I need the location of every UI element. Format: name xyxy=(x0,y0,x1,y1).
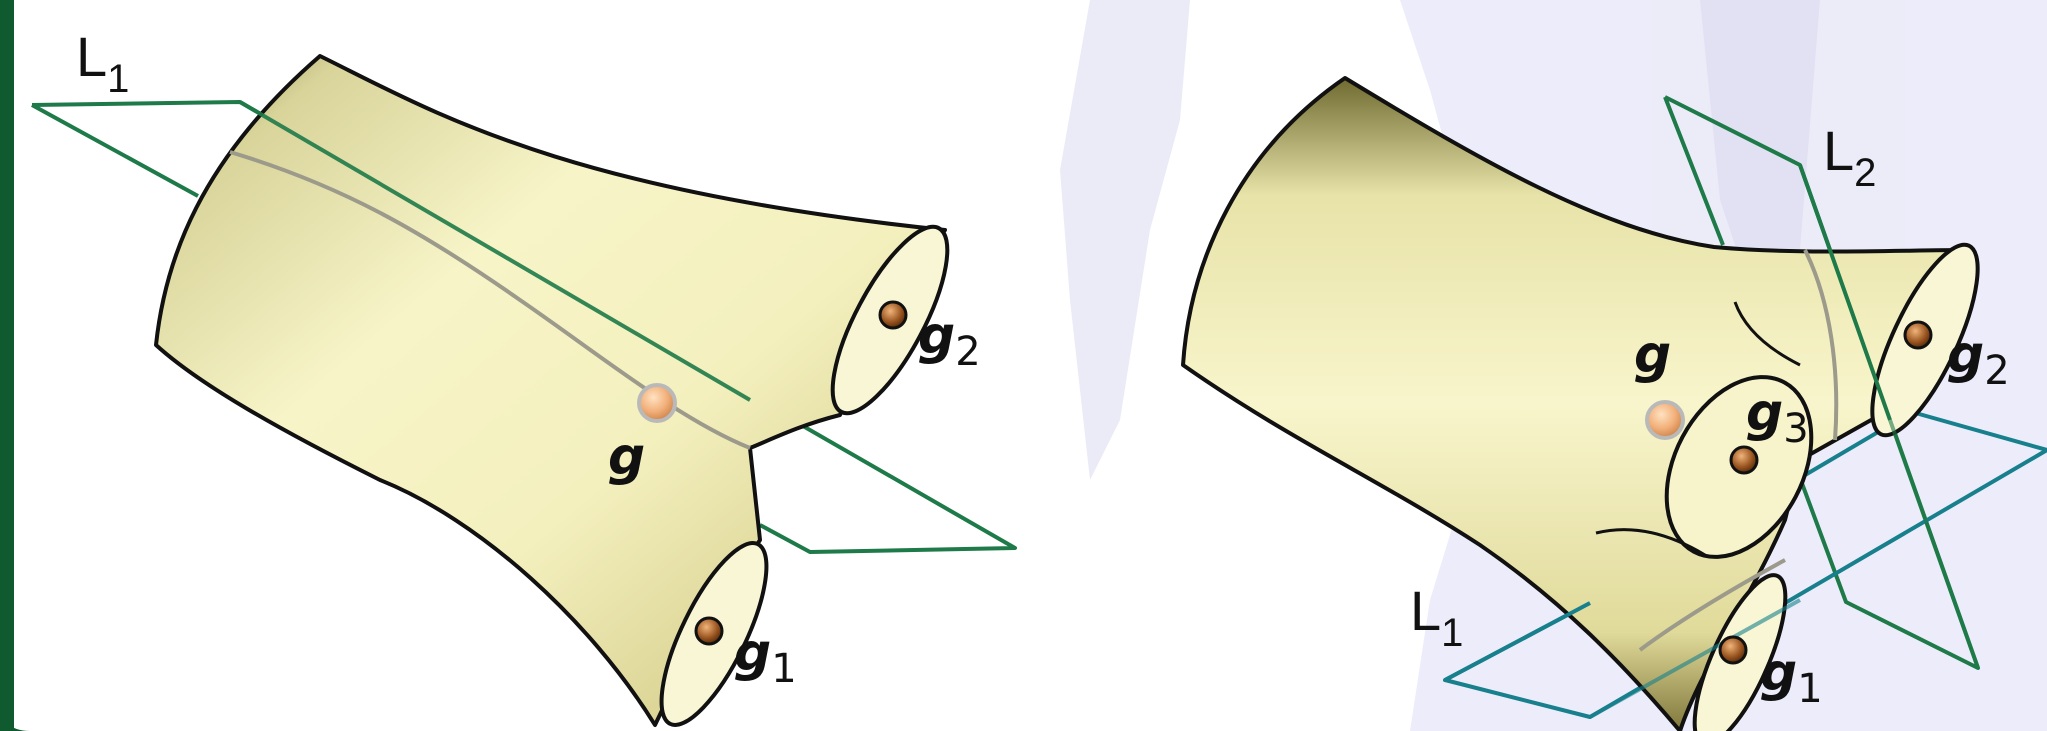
right-label-g3: g3 xyxy=(1746,383,1809,452)
left-label-g: g xyxy=(608,427,645,487)
right-plane-l2-inside xyxy=(1888,419,1980,669)
right-plane-l2-front xyxy=(1663,96,1892,421)
right-seam-top xyxy=(1803,249,1839,441)
right-point-g1 xyxy=(1718,635,1748,665)
right-plane-l1-inside xyxy=(1589,598,1801,719)
right-label-g2: g2 xyxy=(1947,325,2010,394)
frame-corner xyxy=(0,700,30,731)
right-figure: L2 L1 g g2 g3 g1 xyxy=(1181,76,2047,731)
frame-left-bar xyxy=(0,0,14,731)
right-seam-bottom xyxy=(1638,558,1786,652)
right-g3-rim-top xyxy=(1733,301,1801,367)
right-label-g: g xyxy=(1634,325,1671,385)
left-seam xyxy=(229,150,751,450)
left-point-g2 xyxy=(878,300,908,330)
right-plane-l1-front xyxy=(1444,601,1591,682)
right-point-g2 xyxy=(1903,320,1933,350)
left-point-g1 xyxy=(694,616,724,646)
left-plane-l1-back xyxy=(31,100,1017,554)
left-plane-label: L1 xyxy=(76,25,129,101)
right-g3-rim-bottom xyxy=(1595,528,1706,557)
left-label-g2: g2 xyxy=(918,306,981,375)
left-plane-l1-front xyxy=(31,103,199,198)
left-figure: L1 g g2 g1 xyxy=(31,25,1017,727)
left-plane-l1-inside xyxy=(238,100,752,402)
left-label-g1: g1 xyxy=(734,623,797,692)
left-tube-body xyxy=(154,54,947,727)
right-point-g3 xyxy=(1729,445,1759,475)
right-plane-l1-label: L1 xyxy=(1410,579,1463,655)
right-plane-l2-label: L2 xyxy=(1823,119,1876,195)
left-point-g xyxy=(637,383,677,423)
right-label-g1: g1 xyxy=(1760,643,1823,712)
right-point-g xyxy=(1645,400,1685,440)
